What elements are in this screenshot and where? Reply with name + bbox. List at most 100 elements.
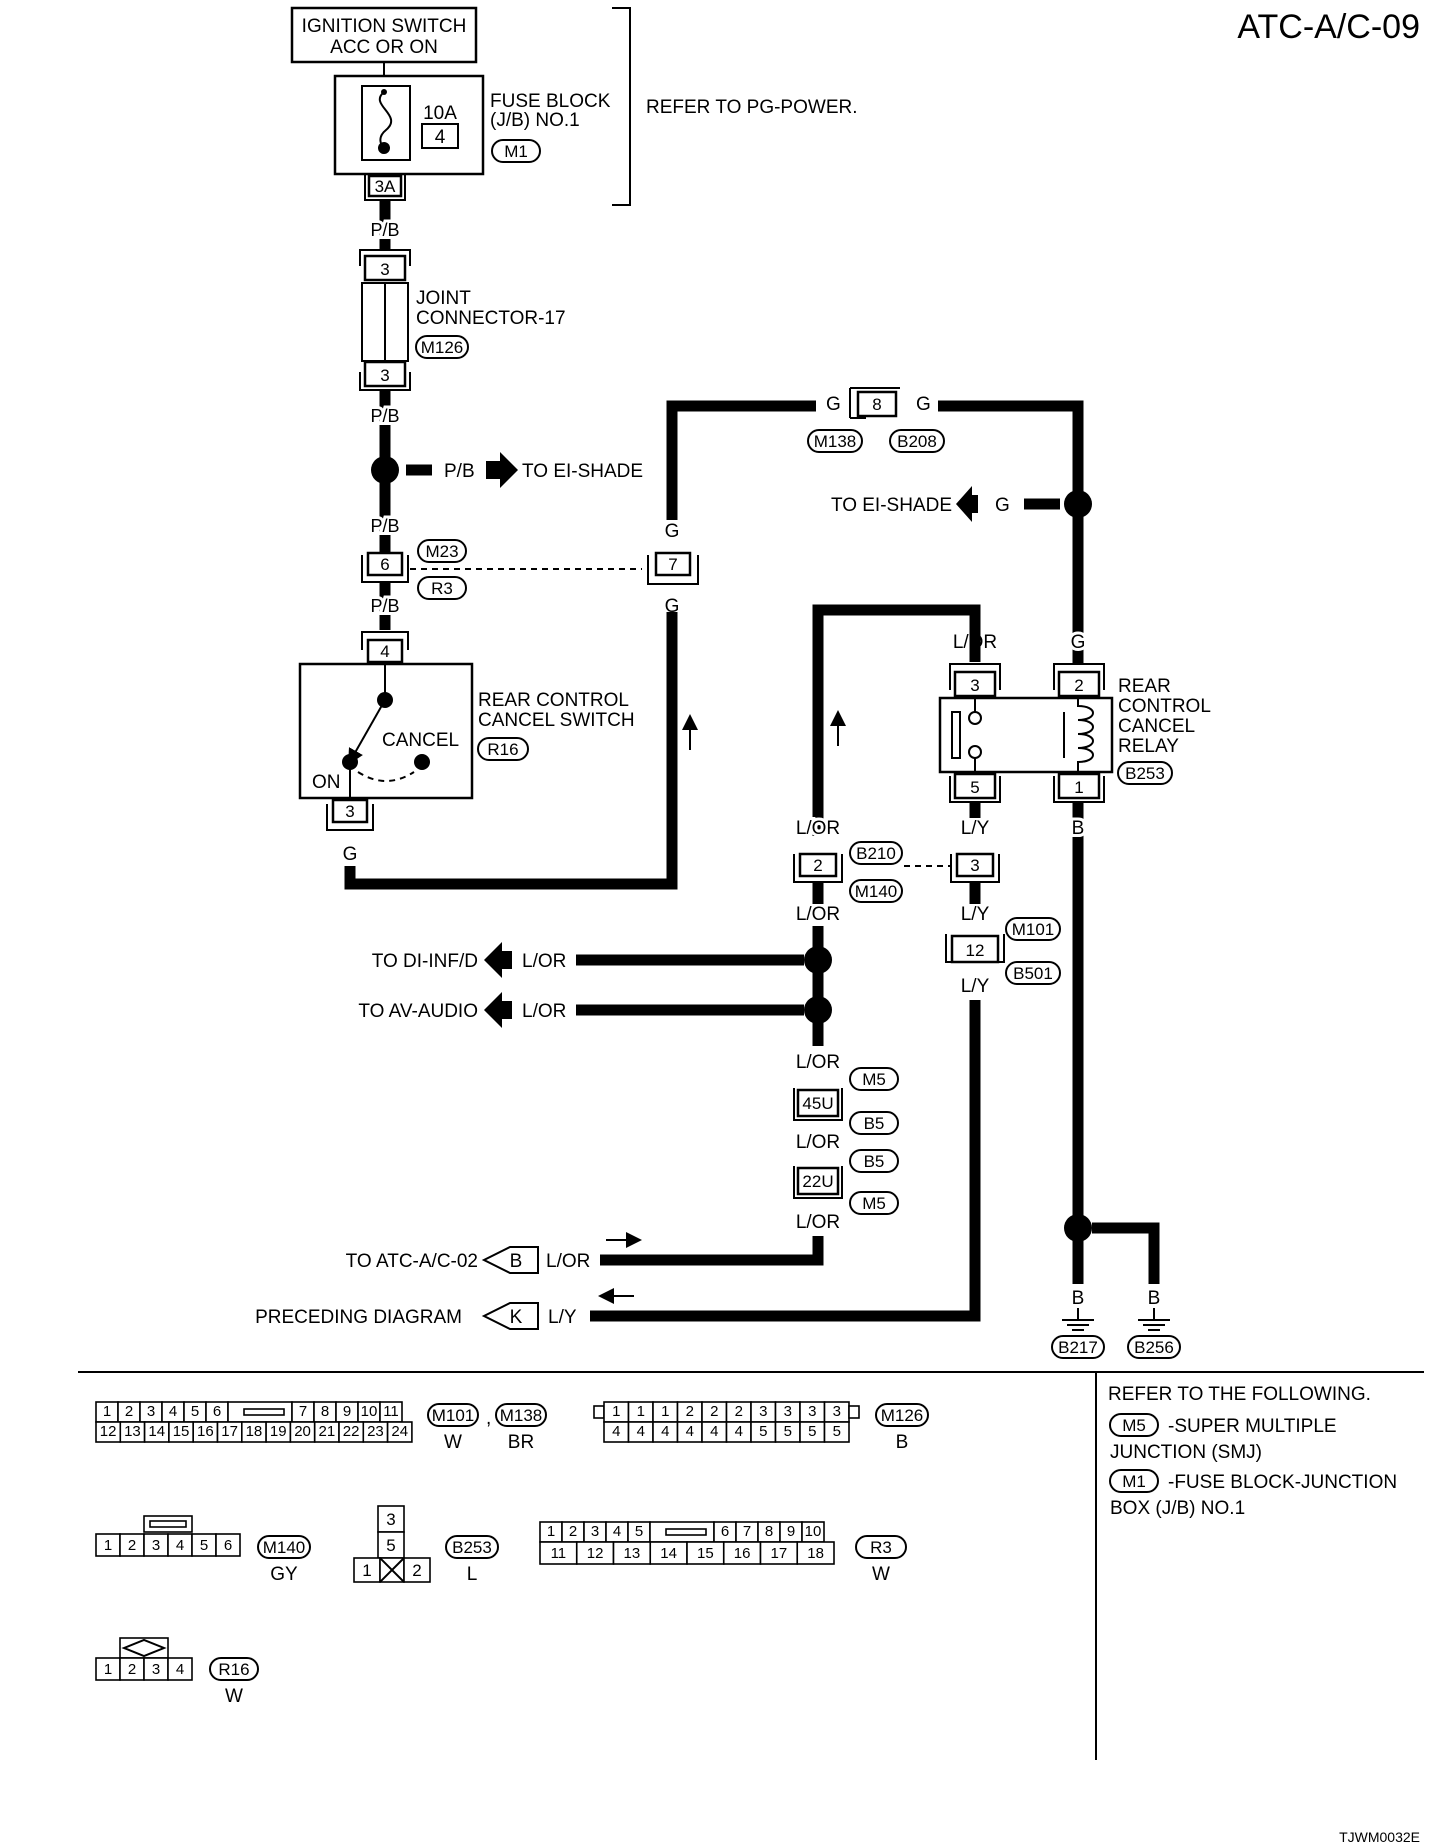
- face-pin: 15: [173, 1423, 190, 1440]
- to-atc-02: TO ATC-A/C-02: [346, 1251, 478, 1272]
- conn6-lower: R3: [431, 579, 453, 598]
- face-pin: 4: [176, 1661, 184, 1678]
- face-pin: 11: [551, 1545, 567, 1562]
- joint-pin-out: 3: [380, 366, 389, 385]
- face-pin: 1: [104, 1661, 112, 1678]
- relay-pin1: 1: [1074, 778, 1083, 797]
- joint-label1: JOINT: [416, 288, 471, 309]
- face-pin: 9: [343, 1403, 351, 1420]
- face-pin: 5: [784, 1423, 792, 1440]
- face-pin: 1: [104, 1537, 112, 1554]
- ground-symbol-2: [1138, 1308, 1170, 1331]
- switch-pin-in: 4: [380, 642, 389, 661]
- rear-control-cancel-switch: [298, 662, 474, 800]
- wire-color-g-4: G: [826, 394, 841, 415]
- face-pin: 3: [147, 1403, 155, 1420]
- wire-color-pb-4: P/B: [370, 516, 399, 536]
- splice-ground: [1064, 1214, 1092, 1242]
- wire-color-lor-5: L/OR: [522, 1001, 566, 1022]
- svg-text:1: 1: [362, 1561, 371, 1580]
- face-pin: 9: [787, 1523, 795, 1540]
- fuse-block-label1: FUSE BLOCK: [490, 91, 611, 112]
- splice-pb: [371, 456, 399, 484]
- conn2-upper: B210: [856, 844, 896, 863]
- conn7-pin: 7: [668, 555, 677, 574]
- refer-pg-power: REFER TO PG-POWER.: [646, 97, 858, 118]
- face-pin: 5: [200, 1537, 208, 1554]
- refer-m1-id: M1: [1122, 1472, 1146, 1491]
- switch-label2: CANCEL SWITCH: [478, 710, 635, 731]
- conn6-upper: M23: [425, 542, 458, 561]
- relay-pin5: 5: [970, 778, 979, 797]
- conn12-upper: M101: [1012, 920, 1055, 939]
- splice-g: [1064, 490, 1092, 518]
- face-pin: 6: [224, 1537, 232, 1554]
- switch-pin-out: 3: [345, 802, 354, 821]
- face-pin: 4: [686, 1423, 694, 1440]
- refer-m5-line2: JUNCTION (SMJ): [1110, 1442, 1262, 1463]
- face-pin: 5: [833, 1423, 841, 1440]
- wire-color-lor-2: L/OR: [796, 818, 840, 839]
- relay-label4: RELAY: [1118, 736, 1179, 757]
- ground-2-id: B256: [1134, 1338, 1174, 1357]
- joint-connector-id: M126: [421, 338, 464, 357]
- wire-color-ly-3: L/Y: [961, 976, 990, 997]
- splice-lor-2: [804, 996, 832, 1024]
- face-pin: 19: [270, 1423, 287, 1440]
- face-pin: 5: [635, 1523, 643, 1540]
- face6-id: R16: [218, 1660, 249, 1679]
- conn12-lower: B501: [1013, 964, 1053, 983]
- face-pin: 7: [743, 1523, 751, 1540]
- face-pin: 2: [128, 1661, 136, 1678]
- wire-color-ly-4: L/Y: [548, 1307, 577, 1328]
- wire-color-lor-3: L/OR: [796, 904, 840, 925]
- face-pin: 1: [637, 1403, 645, 1420]
- switch-label1: REAR CONTROL: [478, 690, 629, 711]
- face-pin: 5: [759, 1423, 767, 1440]
- face-pin: 3: [152, 1537, 160, 1554]
- wire-color-pb-2: P/B: [370, 406, 399, 426]
- conn12-pin: 12: [966, 941, 985, 960]
- wire-color-lor-7: L/OR: [796, 1132, 840, 1153]
- refer-m5-id: M5: [1122, 1416, 1146, 1435]
- wire-color-lor-9: L/OR: [546, 1251, 590, 1272]
- relay-label2: CONTROL: [1118, 696, 1211, 717]
- relay-connector-id: B253: [1125, 764, 1165, 783]
- wire-color-pb-5: P/B: [370, 596, 399, 616]
- refer-m5-line1: -SUPER MULTIPLE: [1168, 1416, 1337, 1437]
- conn2-lower: M140: [855, 882, 898, 901]
- face-pin: 3: [759, 1403, 767, 1420]
- face-pin: 13: [124, 1423, 141, 1440]
- face-pin: 6: [213, 1403, 221, 1420]
- fuse-block-label2: (J/B) NO.1: [490, 110, 580, 131]
- wire-color-b-1: B: [1072, 818, 1085, 839]
- wire-color-lor-8: L/OR: [796, 1212, 840, 1233]
- wire-color-lor-4: L/OR: [522, 951, 566, 972]
- fuse-rating: 10A: [423, 103, 457, 124]
- face-pin: 8: [321, 1403, 329, 1420]
- face-pin: 2: [125, 1403, 133, 1420]
- face3-color: GY: [270, 1564, 298, 1585]
- face-pin: 3: [152, 1661, 160, 1678]
- ignition-line2: ACC OR ON: [330, 37, 438, 58]
- face-pin: 3: [808, 1403, 816, 1420]
- face1-id2: M138: [500, 1406, 543, 1425]
- conn2-pin: 2: [813, 856, 822, 875]
- svg-text:5: 5: [386, 1536, 395, 1555]
- face-pin: 16: [734, 1545, 751, 1562]
- conn3-pin: 3: [970, 856, 979, 875]
- refer-m1-line1: -FUSE BLOCK-JUNCTION: [1168, 1472, 1397, 1493]
- face-pin: 23: [367, 1423, 384, 1440]
- face4-color: L: [467, 1564, 478, 1585]
- face-pin: 1: [103, 1403, 111, 1420]
- flag-b: B: [510, 1251, 523, 1272]
- face-pin: 4: [710, 1423, 718, 1440]
- conn8-left: M138: [814, 432, 857, 451]
- face-pin: 21: [319, 1423, 336, 1440]
- face-pin: 14: [660, 1545, 677, 1562]
- face-pin: 5: [808, 1423, 816, 1440]
- relay-pin3: 3: [970, 676, 979, 695]
- page-code: ATC-A/C-09: [1237, 8, 1420, 46]
